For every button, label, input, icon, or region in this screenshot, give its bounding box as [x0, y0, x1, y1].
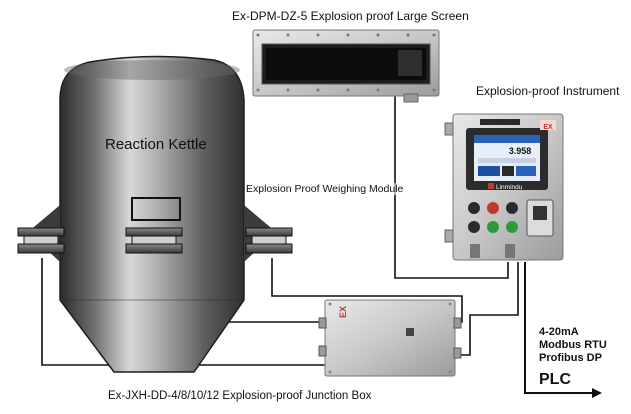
instrument-buttons	[468, 202, 518, 233]
instrument-label: Explosion-proof Instrument	[476, 84, 620, 98]
plc-label: PLC	[539, 371, 571, 388]
reaction-kettle	[59, 55, 245, 373]
weighing-module-center	[125, 197, 183, 254]
signal-modbus-rtu: Modbus RTU	[539, 339, 607, 351]
large-screen-device	[252, 29, 440, 103]
instrument-reading: 3.958	[509, 146, 532, 156]
wire-left-module-to-box	[41, 258, 325, 366]
large-screen-label: Ex-DPM-DZ-5 Explosion proof Large Screen	[232, 9, 469, 23]
junction-box-label: Ex-JXH-DD-4/8/10/12 Explosion-proof Junc…	[108, 390, 372, 402]
junction-box-ex-mark: EX	[338, 306, 348, 318]
signal-profibus-dp: Profibus DP	[539, 352, 602, 364]
wire-instrument-to-box	[455, 262, 519, 356]
signal-4-20ma: 4-20mA	[539, 326, 579, 338]
plc-arrowhead	[592, 388, 602, 398]
weighing-module-label: Explosion Proof Weighing Module	[246, 183, 404, 195]
kettle-label: Reaction Kettle	[105, 136, 207, 153]
weighing-module-right	[245, 227, 293, 254]
junction-box: EX	[318, 299, 462, 377]
explosion-proof-instrument: 3.958 Linmindu EX	[444, 113, 564, 261]
plc-arrow	[524, 262, 592, 394]
weighing-module-left	[17, 227, 65, 254]
instrument-ex-mark: EX	[543, 124, 553, 131]
instrument-brand: Linmindu	[496, 184, 523, 191]
signal-list: 4-20mA Modbus RTU Profibus DP	[539, 326, 607, 365]
